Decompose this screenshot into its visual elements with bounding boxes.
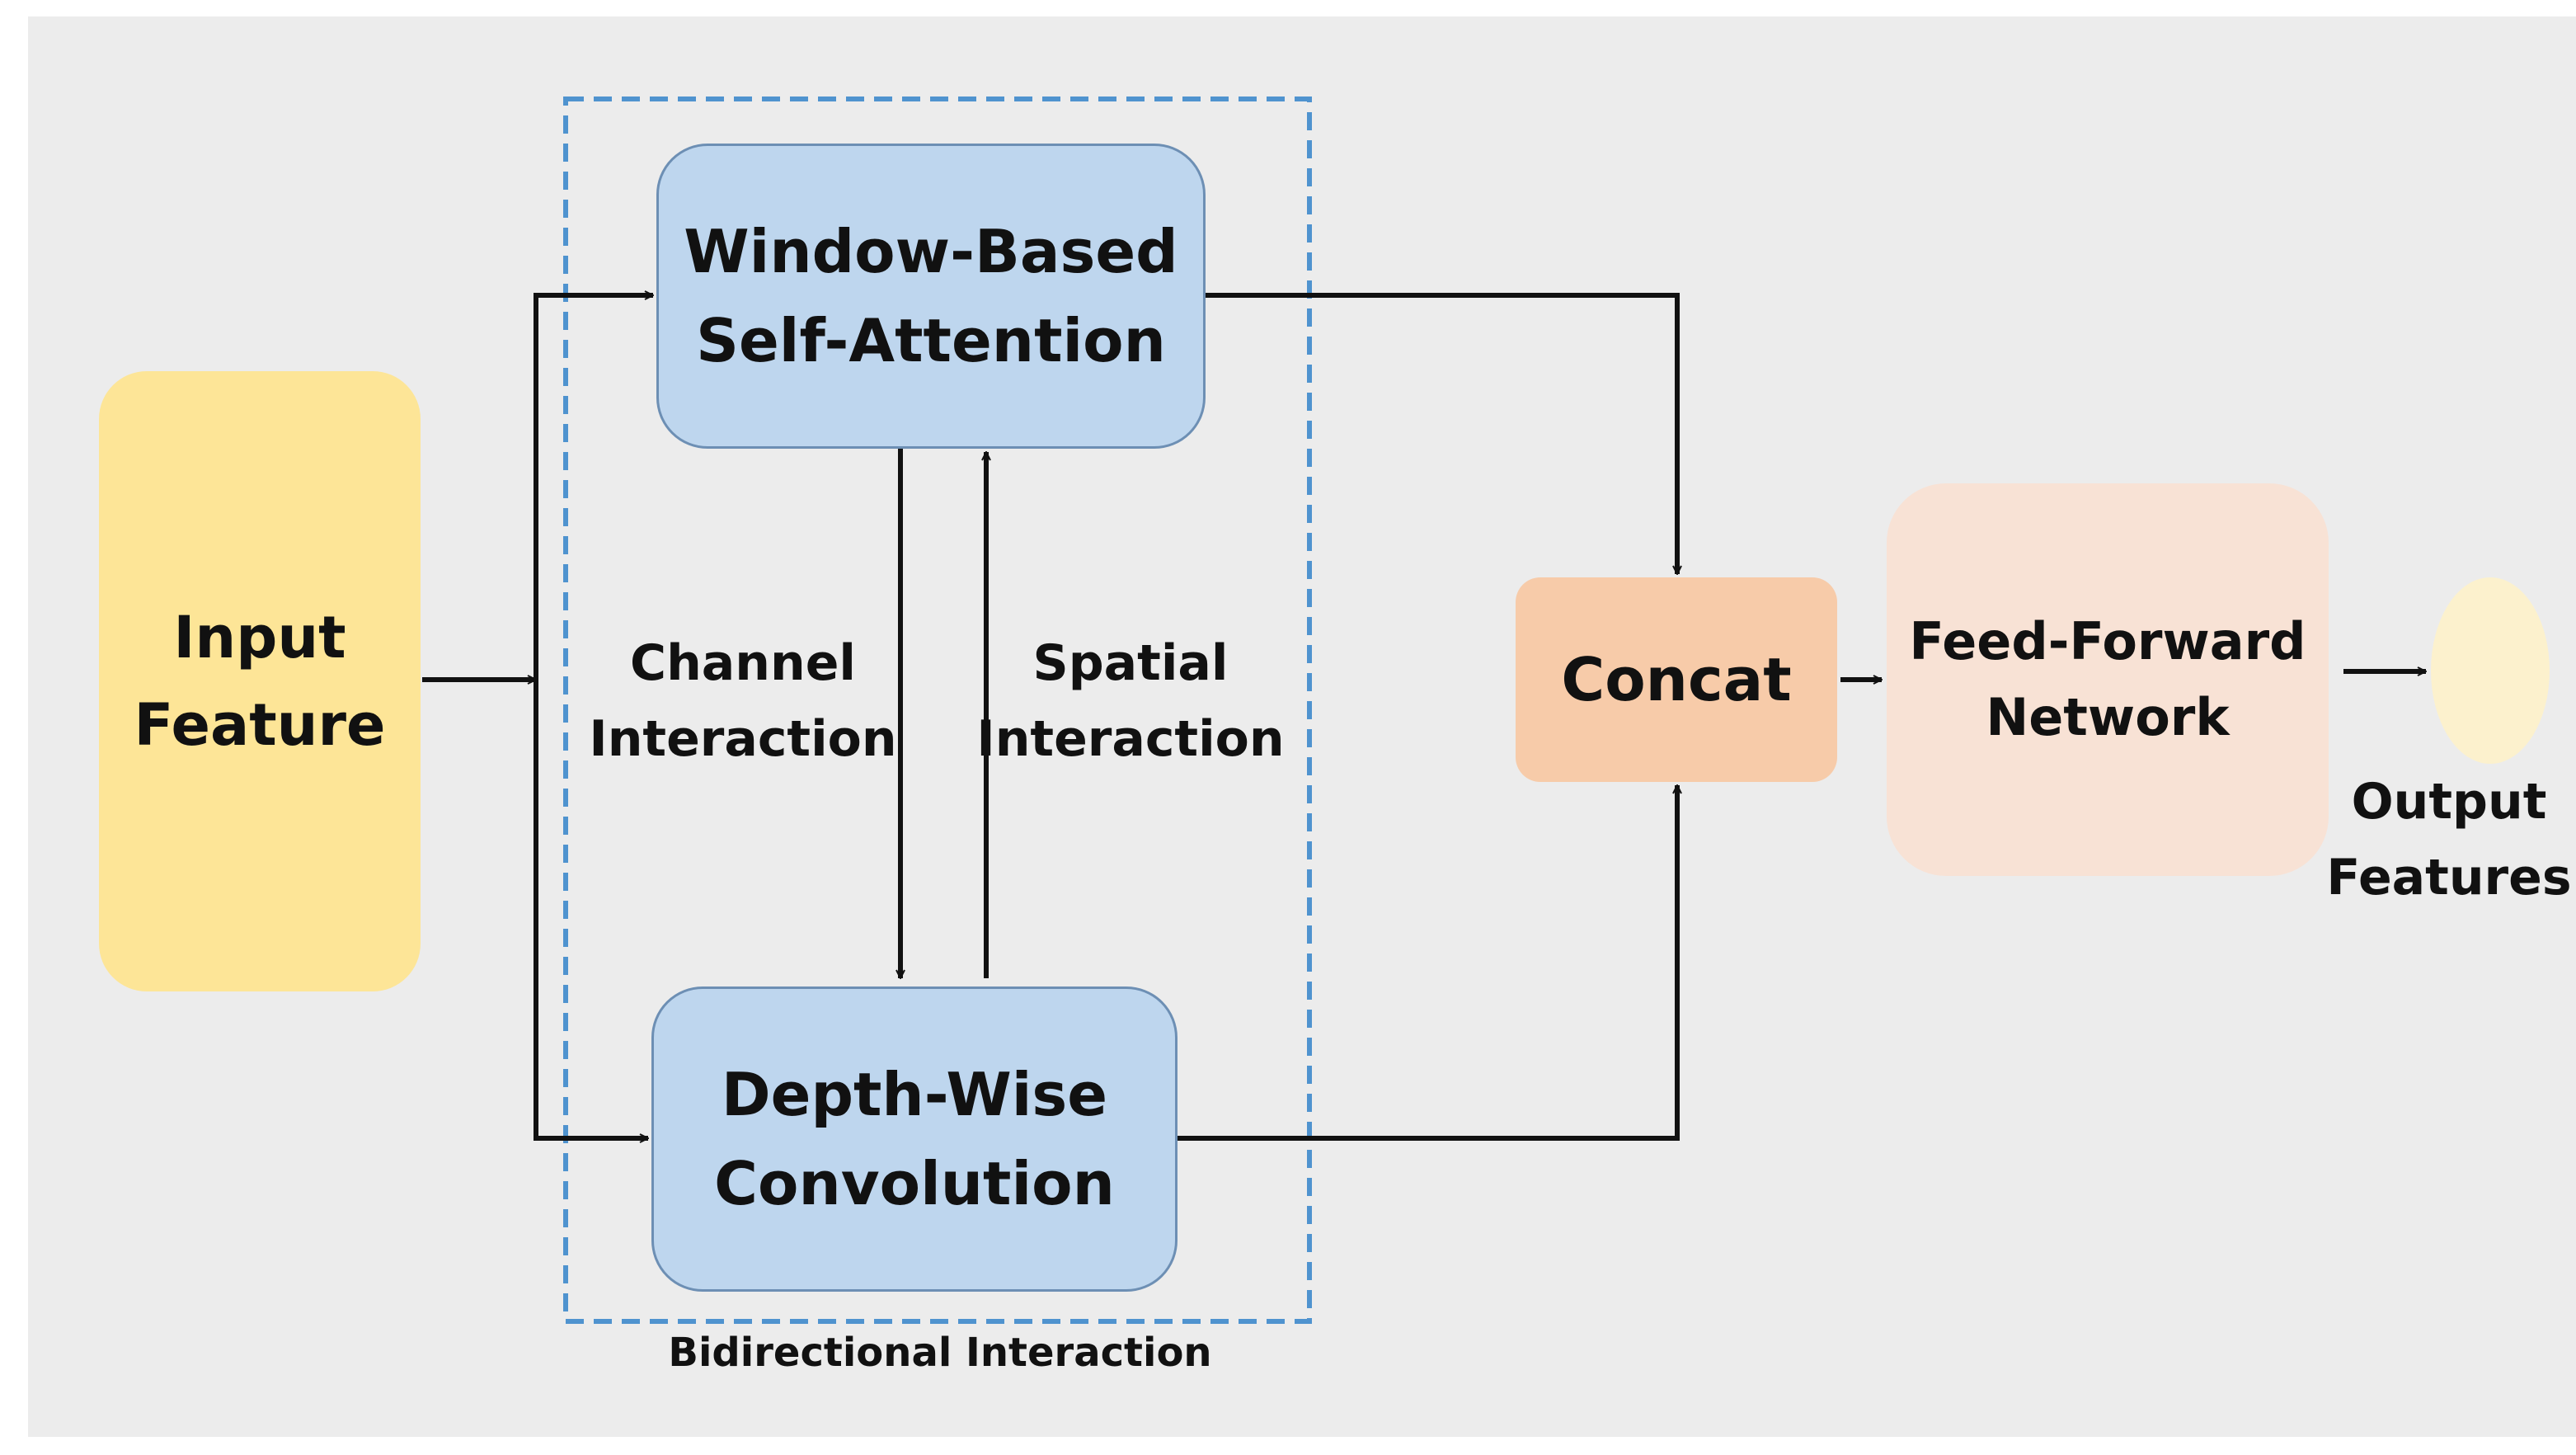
- channel-line-1: Channel: [630, 634, 856, 692]
- conv-to-concat-arrow: [1178, 785, 1677, 1141]
- spatial-line-1: Spatial: [1032, 634, 1229, 692]
- attention-line-1: Window-Based: [684, 217, 1178, 286]
- conv-line-2: Convolution: [714, 1149, 1115, 1218]
- input-feature-node: Input Feature: [99, 371, 421, 991]
- bidirectional-interaction-label: Bidirectional Interaction: [668, 1330, 1212, 1376]
- concat-label: Concat: [1561, 645, 1792, 714]
- window-based-self-attention-node: Window-Based Self-Attention: [656, 144, 1206, 449]
- attention-to-concat-arrow: [1206, 293, 1677, 574]
- conv-line-1: Depth-Wise: [721, 1060, 1108, 1129]
- input-feature-line-2: Feature: [134, 691, 386, 759]
- input-to-conv-arrow: [534, 680, 648, 1138]
- output-features-label: Output Features: [2325, 764, 2573, 916]
- spatial-interaction-label: Spatial Interaction: [970, 625, 1291, 777]
- output-line-1: Output: [2351, 773, 2547, 831]
- spatial-line-2: Interaction: [976, 710, 1285, 768]
- connectors: [422, 295, 2426, 1138]
- ffn-line-2: Network: [1986, 687, 2230, 747]
- attention-line-2: Self-Attention: [696, 306, 1166, 375]
- output-features-node: [2431, 577, 2550, 764]
- feed-forward-network-node: Feed-Forward Network: [1887, 483, 2329, 876]
- concat-node: Concat: [1516, 577, 1837, 782]
- ffn-line-1: Feed-Forward: [1909, 611, 2306, 671]
- bidirectional-group-border: [563, 97, 1312, 1324]
- channel-line-2: Interaction: [589, 710, 897, 768]
- output-line-2: Features: [2326, 849, 2572, 906]
- input-feature-line-1: Input: [173, 604, 346, 671]
- depth-wise-convolution-node: Depth-Wise Convolution: [651, 986, 1178, 1292]
- channel-interaction-label: Channel Interaction: [582, 625, 904, 777]
